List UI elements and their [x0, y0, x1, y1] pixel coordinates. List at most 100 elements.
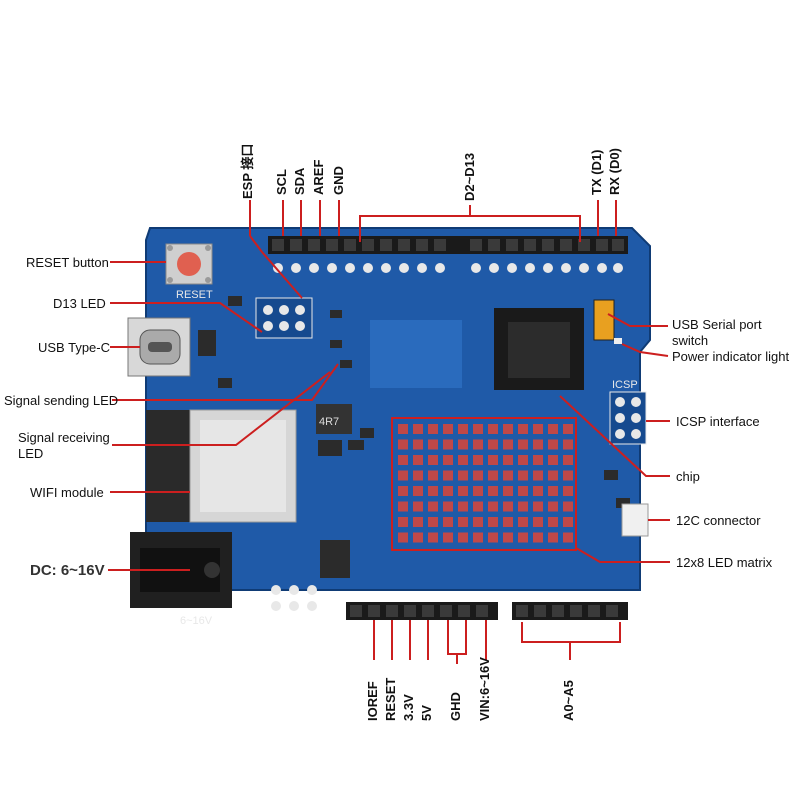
led-matrix-cell	[533, 532, 543, 543]
top-header	[268, 236, 628, 254]
led-matrix-cell	[443, 470, 453, 481]
label-tx: TX (D1)	[589, 149, 604, 196]
label-i2c-connector: 12C connector	[676, 513, 761, 528]
label-rx: RX (D0)	[607, 148, 622, 195]
led-matrix-cell	[413, 455, 423, 465]
label-wifi-module: WIFI module	[30, 485, 104, 500]
led-matrix-cell	[443, 424, 453, 434]
icsp-silk: ICSP	[612, 379, 638, 391]
led-matrix-cell	[428, 470, 438, 481]
led-matrix-cell	[518, 532, 528, 543]
label-sda: SDA	[292, 167, 307, 195]
esp-pads	[255, 297, 313, 339]
led-matrix-cell	[428, 439, 438, 450]
led-matrix-cell	[473, 470, 483, 481]
led-matrix-cell	[443, 517, 453, 527]
label-usb-serial-switch-2: switch	[672, 333, 709, 348]
led-matrix-cell	[503, 501, 513, 512]
label-a0-a5: A0~A5	[561, 680, 576, 721]
label-5v: 5V	[419, 705, 434, 721]
led-matrix-cell	[473, 517, 483, 527]
led-matrix-cell	[563, 517, 573, 527]
led-matrix-cell	[548, 470, 558, 481]
led-matrix-cell	[488, 470, 498, 481]
led-matrix-cell	[503, 455, 513, 465]
led-matrix-cell	[458, 501, 468, 512]
inductor-text: 4R7	[319, 416, 339, 428]
led-matrix-cell	[398, 424, 408, 434]
led-matrix-cell	[428, 501, 438, 512]
led-matrix-cell	[518, 470, 528, 481]
led-matrix-cell	[488, 501, 498, 512]
led-matrix-cell	[443, 532, 453, 543]
led-matrix-cell	[503, 424, 513, 434]
led-matrix-cell	[548, 455, 558, 465]
led-matrix-cell	[428, 517, 438, 527]
led-matrix-grid	[398, 424, 573, 543]
led-matrix-cell	[458, 470, 468, 481]
led-matrix-cell	[548, 532, 558, 543]
led-matrix-cell	[473, 501, 483, 512]
led-matrix-cell	[473, 455, 483, 465]
led-matrix-cell	[413, 470, 423, 481]
led-matrix-cell	[398, 486, 408, 496]
callout-lines	[108, 200, 670, 664]
label-3v3: 3.3V	[401, 694, 416, 721]
led-matrix-cell	[548, 501, 558, 512]
led-matrix-cell	[563, 424, 573, 434]
bottom-header-analog	[512, 602, 628, 620]
label-d13-led: D13 LED	[53, 296, 106, 311]
label-dc-power: DC: 6~16V	[30, 562, 105, 579]
led-matrix-cell	[503, 439, 513, 450]
led-matrix-cell	[473, 486, 483, 496]
inductor	[316, 404, 352, 434]
label-usb-serial-switch: USB Serial port	[672, 317, 762, 332]
led-matrix-cell	[443, 455, 453, 465]
board-inner-area	[370, 320, 462, 388]
bottom-header-power	[346, 602, 498, 620]
label-icsp-interface: ICSP interface	[676, 414, 760, 429]
led-matrix-cell	[533, 439, 543, 450]
led-matrix-cell	[413, 486, 423, 496]
bottom-pads	[271, 585, 317, 611]
label-gnd-top: GND	[331, 166, 346, 195]
led-matrix-cell	[458, 517, 468, 527]
top-pads	[273, 263, 623, 273]
i2c-connector-component	[621, 503, 649, 537]
label-reset-pin: RESET	[383, 677, 398, 721]
led-matrix-cell	[458, 486, 468, 496]
led-matrix-cell	[473, 424, 483, 434]
smd-components	[198, 296, 630, 578]
label-gnd-bottom: GHD	[448, 692, 463, 721]
label-ioref: IOREF	[365, 681, 380, 721]
led-matrix-cell	[428, 455, 438, 465]
led-matrix-cell	[518, 486, 528, 496]
icsp-header	[609, 391, 647, 445]
label-power-indicator: Power indicator light	[672, 349, 790, 364]
led-matrix-cell	[563, 439, 573, 450]
led-matrix-cell	[398, 439, 408, 450]
label-aref: AREF	[311, 159, 326, 195]
main-chip	[494, 308, 584, 390]
led-matrix-cell	[503, 486, 513, 496]
label-vin: VIN:6~16V	[477, 657, 492, 721]
led-matrix-cell	[428, 532, 438, 543]
led-matrix-cell	[518, 439, 528, 450]
led-matrix-cell	[533, 501, 543, 512]
led-matrix-cell	[488, 455, 498, 465]
led-matrix-cell	[458, 424, 468, 434]
led-matrix-cell	[503, 517, 513, 527]
led-matrix-cell	[533, 470, 543, 481]
led-matrix-cell	[458, 532, 468, 543]
led-matrix-cell	[488, 439, 498, 450]
label-signal-sending-led: Signal sending LED	[4, 393, 119, 408]
led-matrix-cell	[548, 517, 558, 527]
led-matrix-cell	[563, 532, 573, 543]
led-matrix-cell	[473, 532, 483, 543]
led-matrix-cell	[563, 501, 573, 512]
wifi-module-component	[146, 409, 297, 523]
led-matrix-cell	[443, 439, 453, 450]
led-matrix-cell	[503, 470, 513, 481]
